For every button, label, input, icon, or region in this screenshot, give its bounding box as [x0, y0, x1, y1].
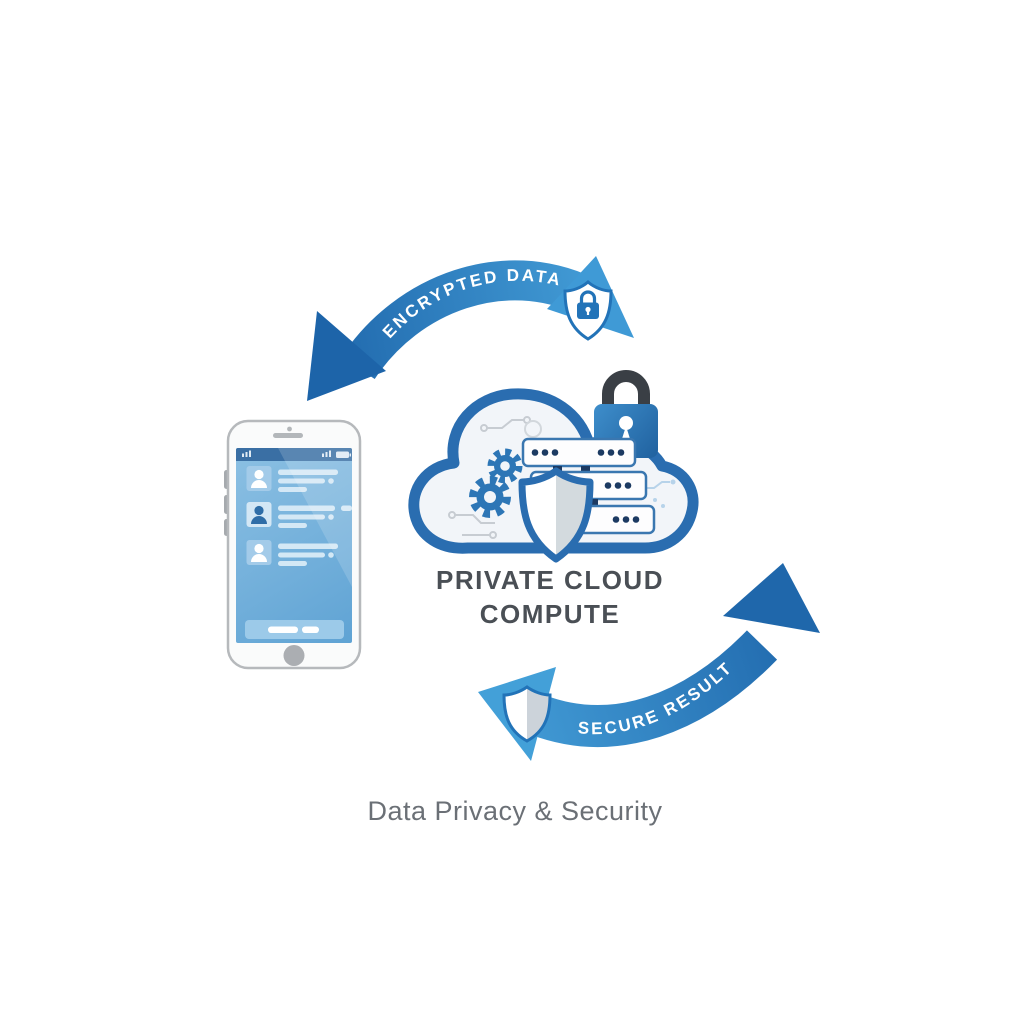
screen-glare: [278, 448, 352, 587]
arrow-band: [530, 630, 778, 747]
shield-badge-icon: [502, 685, 552, 743]
arrow-band: [341, 260, 594, 380]
smartphone-icon: [224, 419, 362, 670]
gear-icon: [469, 476, 511, 518]
phone-screen: [236, 448, 352, 643]
shield-lock-badge-icon: [563, 280, 613, 341]
speaker-icon: [273, 433, 303, 438]
battery-icon: [322, 450, 351, 458]
list-item: [246, 502, 352, 528]
gear-icon: [487, 448, 523, 484]
camera-icon: [287, 426, 292, 432]
shield-icon: [518, 467, 594, 563]
page-title-line2: COMPUTE: [480, 599, 621, 629]
keyhole-icon: [619, 416, 633, 430]
footer-bar: [245, 620, 344, 639]
page-title-line1: PRIVATE CLOUD: [436, 565, 664, 595]
list-item: [246, 466, 338, 492]
arrowhead-icon: [307, 311, 386, 401]
private-cloud-illustration: [408, 370, 699, 563]
home-button: [283, 645, 305, 666]
status-bar: [236, 448, 352, 461]
signal-icon: [242, 450, 251, 457]
list-item: [246, 540, 338, 566]
caption: Data Privacy & Security: [367, 796, 662, 826]
arrowhead-icon: [723, 563, 820, 633]
